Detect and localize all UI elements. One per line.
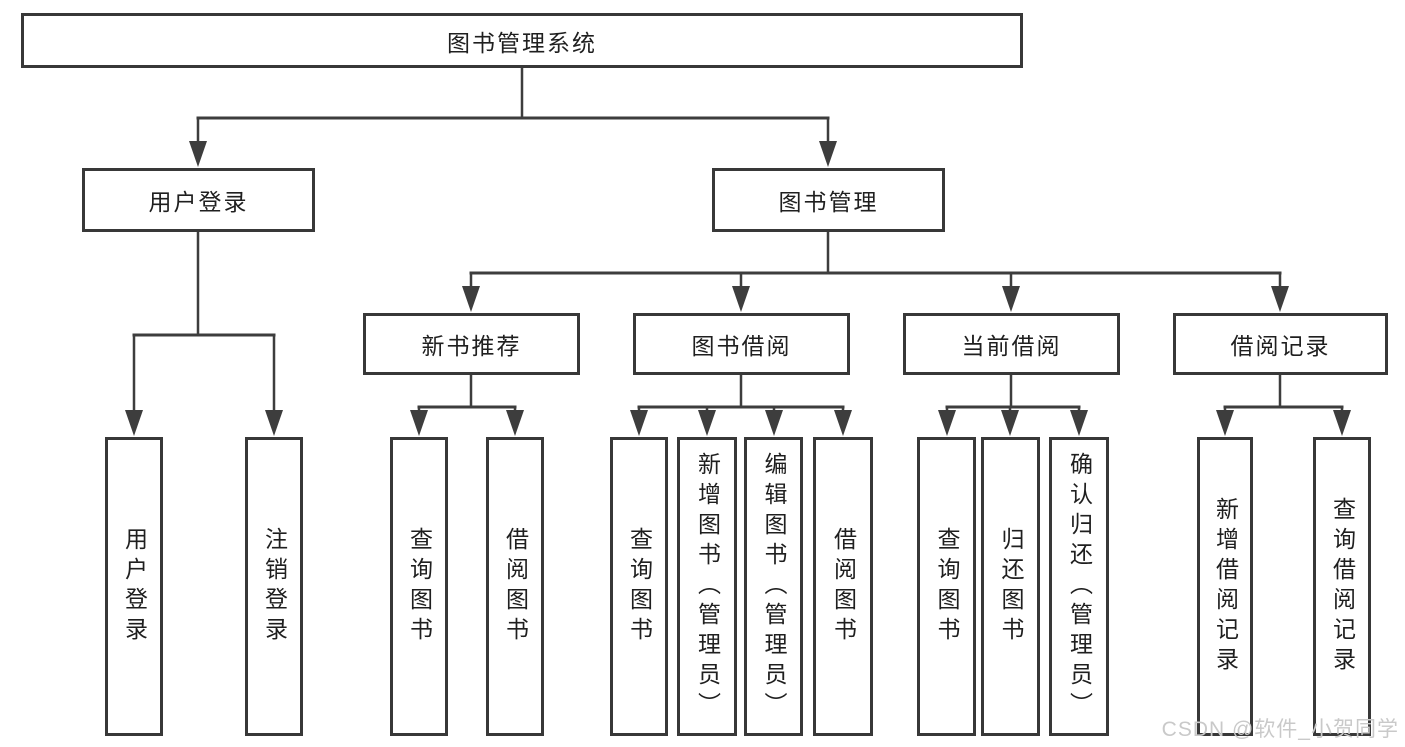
arrowhead-icon [1070, 410, 1088, 436]
arrowhead-icon [265, 410, 283, 436]
arrowhead-icon [1333, 410, 1351, 436]
arrowhead-icon [1216, 410, 1234, 436]
arrowhead-icon [630, 410, 648, 436]
arrowhead-icon [732, 286, 750, 312]
arrowhead-icon [938, 410, 956, 436]
arrowhead-icon [1271, 286, 1289, 312]
arrowhead-icon [1002, 286, 1020, 312]
node-book-borrow: 图书借阅 [633, 313, 850, 375]
leaf-current-return-books: 归还图书 [981, 437, 1040, 736]
leaf-current-confirm-return-admin: 确认归还（管理员） [1049, 437, 1109, 736]
arrowhead-icon [462, 286, 480, 312]
leaf-borrow-add-books-admin: 新增图书（管理员） [677, 437, 737, 736]
arrowhead-icon [834, 410, 852, 436]
leaf-borrow-query-books: 查询图书 [610, 437, 668, 736]
leaf-logout: 注销登录 [245, 437, 303, 736]
leaf-recommend-query-books: 查询图书 [390, 437, 448, 736]
leaf-user-login: 用户登录 [105, 437, 163, 736]
node-book-management: 图书管理 [712, 168, 945, 232]
leaf-records-query-record: 查询借阅记录 [1313, 437, 1371, 736]
node-current-borrow: 当前借阅 [903, 313, 1120, 375]
arrowhead-icon [125, 410, 143, 436]
arrowhead-icon [189, 141, 207, 167]
leaf-current-query-books: 查询图书 [917, 437, 976, 736]
leaf-records-add-record: 新增借阅记录 [1197, 437, 1253, 736]
leaf-borrow-borrow-books: 借阅图书 [813, 437, 873, 736]
arrowhead-icon [819, 141, 837, 167]
arrowhead-icon [1001, 410, 1019, 436]
leaf-recommend-borrow-books: 借阅图书 [486, 437, 544, 736]
arrowhead-icon [698, 410, 716, 436]
arrowhead-icon [410, 410, 428, 436]
arrowhead-icon [765, 410, 783, 436]
node-user-login: 用户登录 [82, 168, 315, 232]
node-borrow-records: 借阅记录 [1173, 313, 1388, 375]
node-new-book-recommend: 新书推荐 [363, 313, 580, 375]
arrowhead-icon [506, 410, 524, 436]
csdn-watermark: CSDN @软件_小贺同学 [1161, 718, 1399, 741]
node-system-root: 图书管理系统 [21, 13, 1023, 68]
leaf-borrow-edit-books-admin: 编辑图书（管理员） [744, 437, 803, 736]
